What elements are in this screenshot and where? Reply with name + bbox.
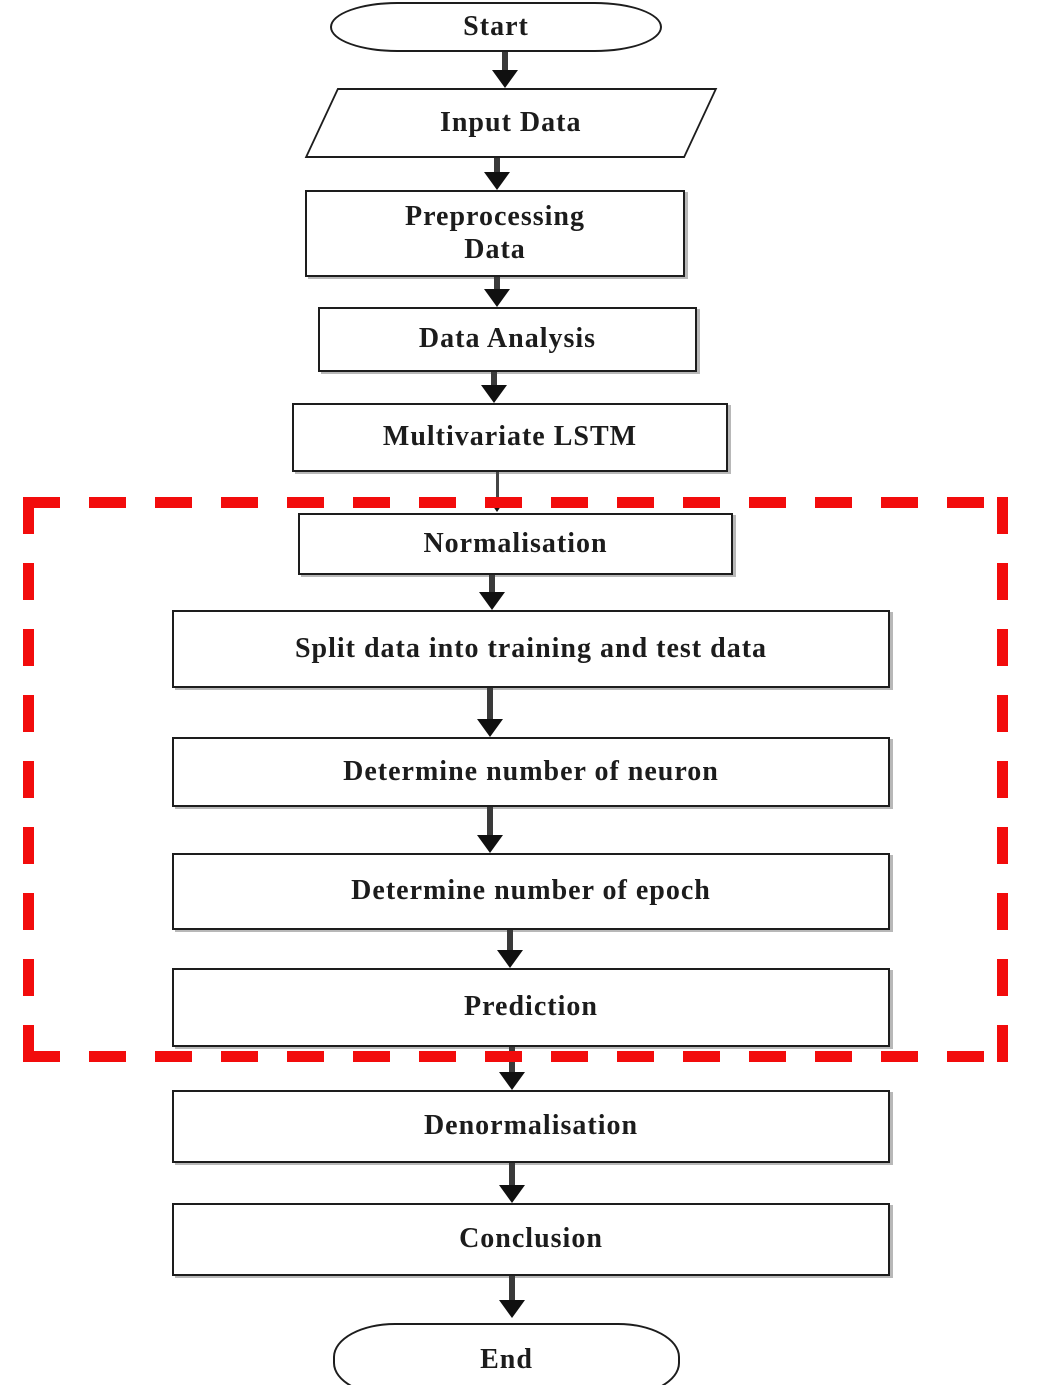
node-split-data: Split data into training and test data — [172, 610, 890, 688]
arrow-split-to-neuron — [477, 688, 503, 737]
arrow-conclusion-to-end — [499, 1276, 525, 1318]
node-determine-neuron: Determine number of neuron — [172, 737, 890, 807]
arrow-stem — [495, 472, 499, 499]
highlight-dashed-border-bottom — [23, 1051, 1008, 1062]
node-determine-epoch: Determine number of epoch — [172, 853, 890, 930]
node-start: Start — [330, 2, 662, 52]
arrow-denormalisation-to-conclusion — [499, 1163, 525, 1203]
arrowhead-down-icon — [477, 719, 503, 737]
arrow-analysis-to-lstm — [481, 372, 507, 403]
node-end: End — [333, 1323, 680, 1385]
node-conclusion: Conclusion — [172, 1203, 890, 1276]
node-input-data-label: Input Data — [440, 106, 582, 138]
arrow-stem — [487, 807, 493, 835]
node-data-analysis-label: Data Analysis — [418, 323, 597, 355]
arrow-start-to-input — [492, 52, 518, 88]
arrowhead-down-icon — [499, 1300, 525, 1318]
node-conclusion-label: Conclusion — [459, 1223, 603, 1255]
node-multivariate-lstm: Multivariate LSTM — [292, 403, 728, 472]
arrowhead-down-icon — [484, 172, 510, 190]
node-preprocessing-data: Preprocessing Data — [305, 190, 685, 277]
node-determine-epoch-label: Determine number of epoch — [351, 875, 711, 907]
node-data-analysis: Data Analysis — [318, 307, 697, 372]
arrow-stem — [502, 52, 508, 70]
arrowhead-down-icon — [499, 1185, 525, 1203]
arrow-stem — [507, 930, 513, 950]
arrowhead-down-icon — [497, 950, 523, 968]
arrow-stem — [487, 688, 493, 719]
arrow-input-to-preprocessing — [484, 158, 510, 190]
arrow-stem — [491, 372, 497, 385]
highlight-dashed-border-right — [997, 497, 1008, 1062]
node-denormalisation-label: Denormalisation — [423, 1110, 639, 1142]
arrow-stem — [494, 158, 500, 172]
arrowhead-down-icon — [484, 289, 510, 307]
arrow-stem — [509, 1163, 515, 1185]
arrow-normalisation-to-split — [479, 575, 505, 610]
node-denormalisation: Denormalisation — [172, 1090, 890, 1163]
arrowhead-down-icon — [481, 385, 507, 403]
node-determine-neuron-label: Determine number of neuron — [343, 755, 719, 787]
arrowhead-down-icon — [492, 70, 518, 88]
node-normalisation: Normalisation — [298, 513, 733, 575]
arrow-preprocessing-to-analysis — [484, 277, 510, 307]
node-split-data-label: Split data into training and test data — [294, 632, 768, 664]
node-input-data: Input Data — [304, 88, 718, 158]
arrowhead-down-icon — [477, 835, 503, 853]
arrow-stem — [494, 277, 500, 289]
node-normalisation-label: Normalisation — [423, 527, 608, 559]
arrowhead-down-icon — [499, 1072, 525, 1090]
node-preprocessing-data-label: Preprocessing Data — [405, 201, 585, 265]
arrowhead-down-icon — [479, 592, 505, 610]
node-end-label: End — [480, 1343, 533, 1375]
arrow-epoch-to-prediction — [497, 930, 523, 968]
node-start-label: Start — [463, 10, 529, 42]
node-prediction-label: Prediction — [464, 991, 598, 1023]
node-prediction: Prediction — [172, 968, 890, 1047]
arrow-stem — [509, 1276, 515, 1300]
node-multivariate-lstm-label: Multivariate LSTM — [382, 421, 638, 453]
highlight-dashed-border-left — [23, 497, 34, 1062]
highlight-dashed-border-top — [23, 497, 1008, 508]
arrow-stem — [489, 575, 495, 592]
arrow-neuron-to-epoch — [477, 807, 503, 853]
